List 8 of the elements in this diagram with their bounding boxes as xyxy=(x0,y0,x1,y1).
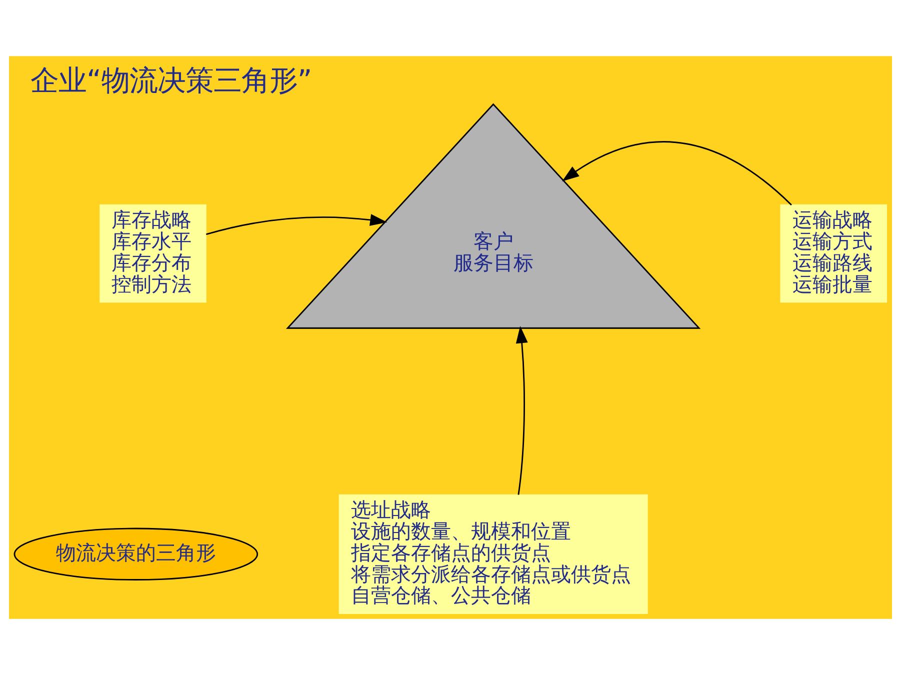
node-box: 运输战略 运输方式 运输路线 运输批量 xyxy=(780,204,887,303)
arrow xyxy=(562,141,792,206)
node-box: 选址战略 设施的数量、规模和位置 指定各存储点的供货点 将需求分派给各存储点或供货点 自营仓储、公共仓储 xyxy=(338,494,648,614)
arrow xyxy=(206,214,387,236)
node-ellipse: 物流决策的三角形 xyxy=(13,528,258,580)
arrow xyxy=(515,326,528,495)
diagram-title: 企业“物流决策三角形” xyxy=(30,64,312,98)
node-box: 库存战略 库存水平 库存分布 控制方法 xyxy=(99,204,206,303)
